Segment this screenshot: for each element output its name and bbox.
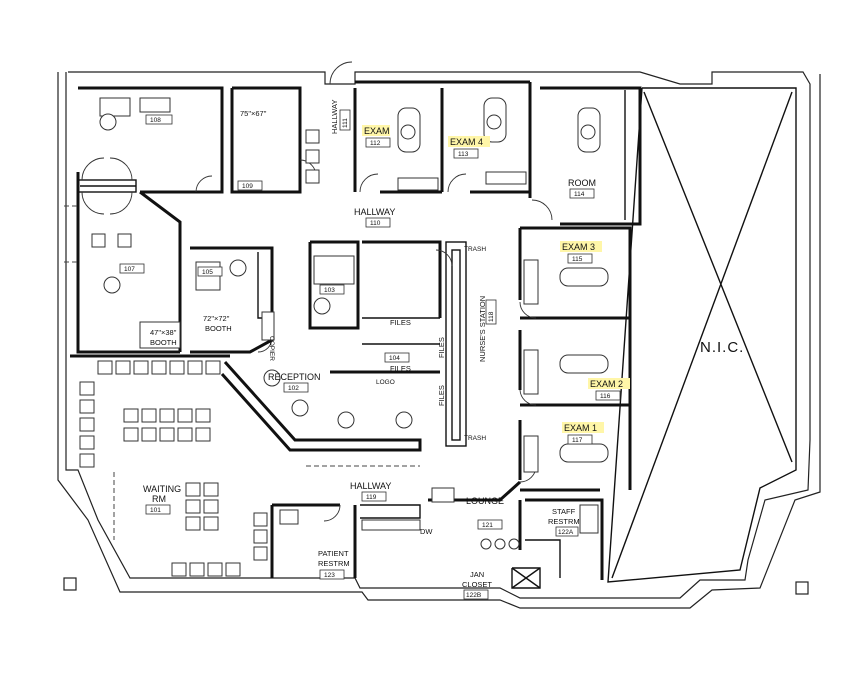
- room-110-label: HALLWAY: [354, 207, 395, 217]
- booth-72-size: 72"×72": [203, 314, 230, 323]
- room-108-number: 108: [150, 117, 161, 124]
- room-101-number: 101: [150, 507, 161, 514]
- files-label-2: FILES: [390, 364, 411, 373]
- room-116-number: 116: [600, 393, 611, 400]
- room-104-number: 104: [389, 355, 400, 362]
- room-116-label: EXAM 2: [590, 379, 623, 389]
- dimension-lines: [64, 205, 420, 540]
- files-label-4: FILES: [437, 385, 446, 406]
- room-117-label: EXAM 1: [564, 423, 597, 433]
- room-114-number: 114: [574, 191, 585, 198]
- building-outline: [57, 71, 821, 609]
- room-105-number: 105: [202, 269, 213, 276]
- room-112-label: EXAM: [364, 126, 390, 136]
- room-119-label: HALLWAY: [350, 481, 391, 491]
- room-122a-label-2: RESTRM: [548, 517, 580, 526]
- trash-label-top: TRASH: [464, 246, 486, 253]
- logo-label: LOGO: [376, 379, 395, 386]
- room-111-label: HALLWAY: [330, 100, 339, 134]
- waiting-chairs: [79, 129, 320, 577]
- room-122b-label-2: CLOSET: [462, 580, 492, 589]
- room-101-label-2: RM: [152, 494, 166, 504]
- dishwasher-label: DW: [420, 527, 433, 536]
- room-115-label: EXAM 3: [562, 242, 595, 252]
- room-122a-number: 122A: [558, 529, 574, 536]
- room-123-label-1: PATIENT: [318, 549, 349, 558]
- room-103-number: 103: [324, 287, 335, 294]
- trash-label-bottom: TRASH: [464, 435, 486, 442]
- desk-chairs: [99, 113, 596, 429]
- room-119-number: 119: [366, 494, 377, 501]
- room-121-label: LOUNGE: [466, 496, 504, 506]
- files-label-1: FILES: [390, 318, 411, 327]
- entry-vestibule: [77, 157, 137, 215]
- room-117-number: 117: [572, 437, 583, 444]
- room-111-number: 111: [342, 118, 349, 128]
- room-122a-label-1: STAFF: [552, 507, 576, 516]
- room-109-number: 109: [242, 183, 253, 190]
- room-118-number: 118: [488, 311, 495, 322]
- files-label-3: FILES: [437, 337, 446, 358]
- room-115-number: 115: [572, 256, 583, 263]
- room-112-number: 112: [370, 140, 381, 147]
- copier-label: COPIER: [268, 336, 275, 361]
- room-113-number: 113: [458, 151, 469, 158]
- room-109-label: 75"×67": [240, 109, 267, 118]
- room-101-label-1: WAITING: [143, 484, 181, 494]
- room-118-label: NURSE'S STATION: [478, 296, 487, 362]
- booth-72-label: BOOTH: [205, 324, 232, 333]
- booth-47-label: BOOTH: [150, 338, 177, 347]
- nic-area: N.I.C.: [607, 87, 797, 583]
- room-121-number: 121: [482, 522, 493, 529]
- booth-47-size: 47"×38": [150, 328, 177, 337]
- room-123-number: 123: [324, 572, 335, 579]
- room-122b-number: 122B: [466, 592, 481, 599]
- room-102-label: RECEPTION: [268, 372, 321, 382]
- nic-label: N.I.C.: [700, 339, 744, 356]
- room-122b-label-1: JAN: [470, 570, 484, 579]
- room-110-number: 110: [370, 220, 381, 227]
- room-labels: 108 75"×67" 109 HALLWAY 111 EXAM 112 EXA…: [119, 100, 630, 600]
- room-114-label: ROOM: [568, 178, 596, 188]
- door-swings: [195, 61, 553, 522]
- interior-walls: [70, 80, 642, 589]
- room-107-number: 107: [124, 266, 135, 273]
- room-123-label-2: RESTRM: [318, 559, 350, 568]
- room-102-number: 102: [288, 385, 299, 392]
- room-113-label: EXAM 4: [450, 137, 483, 147]
